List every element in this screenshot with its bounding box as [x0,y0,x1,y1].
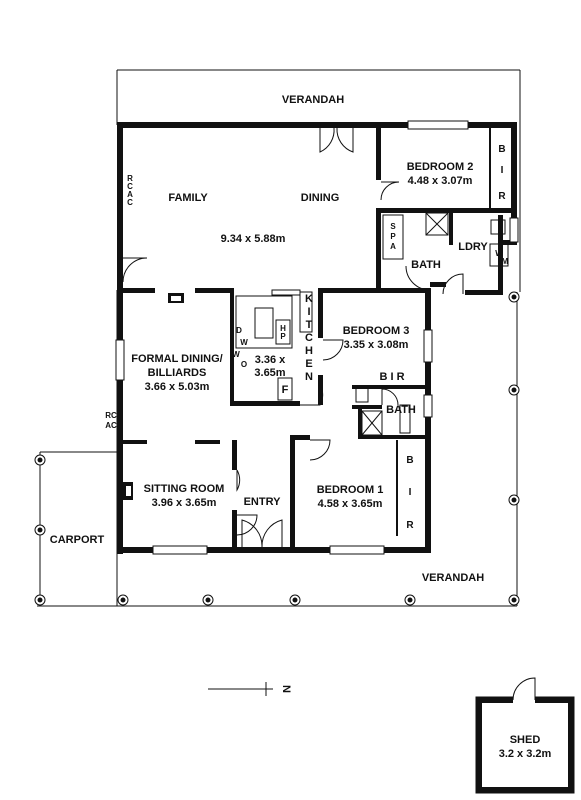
sitting-dims-label: 3.96 x 3.65m [152,497,217,509]
dw-label: D W [236,326,248,347]
bir3-label: B I R [379,371,404,383]
svg-text:C: C [305,332,313,344]
bir1-label: B I R [406,455,414,531]
svg-text:O: O [241,360,247,369]
dining-label: DINING [301,192,340,204]
wm-label: W M [495,249,508,266]
svg-text:W: W [495,249,503,258]
verandah-top-label: VERANDAH [282,94,344,106]
billiards-label: BILLIARDS [148,367,207,379]
verandah-bottom-label: VERANDAH [422,572,484,584]
bath2-label: BATH [386,404,416,416]
outer-walls [117,122,517,554]
bedroom2-dims-label: 4.48 x 3.07m [408,175,473,187]
shed-dims-label: 3.2 x 3.2m [499,748,552,760]
svg-text:T: T [306,319,313,331]
carport-label: CARPORT [50,534,105,546]
svg-text:W: W [240,338,248,347]
bedroom2-label: BEDROOM 2 [407,161,474,173]
doors [122,127,464,548]
north-arrow-icon: N [208,682,292,696]
kitchen-label: K I T C H E N [305,293,313,383]
verandah-outline [37,69,521,607]
svg-text:S: S [390,222,396,231]
svg-text:A: A [390,242,396,251]
family-dims-label: 9.34 x 5.88m [221,233,286,245]
svg-text:RC: RC [105,411,117,420]
svg-text:H: H [280,324,286,333]
svg-text:A: A [127,190,133,199]
rcac1-label: R C A C [127,174,133,207]
verandah-posts [34,291,520,606]
fixtures [123,212,509,500]
svg-text:R: R [406,520,414,531]
bedroom3-label: BEDROOM 3 [343,325,410,337]
spa-label: S P A [390,222,396,251]
svg-text:I: I [409,487,412,498]
carport-outline [39,451,117,606]
interior-walls [117,128,516,553]
svg-text:D: D [236,326,242,335]
north-label: N [280,685,292,693]
svg-text:C: C [127,198,133,207]
formal-dims-label: 3.66 x 5.03m [145,381,210,393]
svg-text:B: B [406,455,413,466]
windows [115,120,519,555]
svg-text:I: I [501,165,504,176]
svg-text:H: H [305,345,313,357]
wo-label: W O [232,350,247,369]
hp-label: H P [280,324,286,341]
svg-text:K: K [305,293,313,305]
bedroom3-dims-label: 3.35 x 3.08m [344,339,409,351]
shed: SHED 3.2 x 3.2m [475,677,575,794]
svg-text:AC: AC [105,421,117,430]
svg-text:R: R [498,191,506,202]
svg-text:E: E [305,358,312,370]
shed-label: SHED [510,734,541,746]
entry-label: ENTRY [244,496,282,508]
svg-text:C: C [127,182,133,191]
formal-dining-label: FORMAL DINING/ [131,353,222,365]
bath1-label: BATH [411,259,441,271]
svg-text:W: W [232,350,240,359]
sitting-room-label: SITTING ROOM [144,483,225,495]
bedroom1-label: BEDROOM 1 [317,484,384,496]
fridge-label: F [282,384,289,396]
svg-text:R: R [127,174,133,183]
svg-text:P: P [280,332,286,341]
svg-text:I: I [307,306,310,318]
svg-text:B: B [498,144,505,155]
svg-text:N: N [305,371,313,383]
ldry-label: LDRY [458,241,488,253]
bir2-label: B I R [498,144,506,202]
svg-text:M: M [502,257,509,266]
family-label: FAMILY [168,192,208,204]
kitchen-dims-2-label: 3.65m [254,367,285,379]
rcac2-label: RC AC [105,411,117,430]
bedroom1-dims-label: 4.58 x 3.65m [318,498,383,510]
svg-text:P: P [390,232,396,241]
kitchen-dims-1-label: 3.36 x [255,354,286,366]
